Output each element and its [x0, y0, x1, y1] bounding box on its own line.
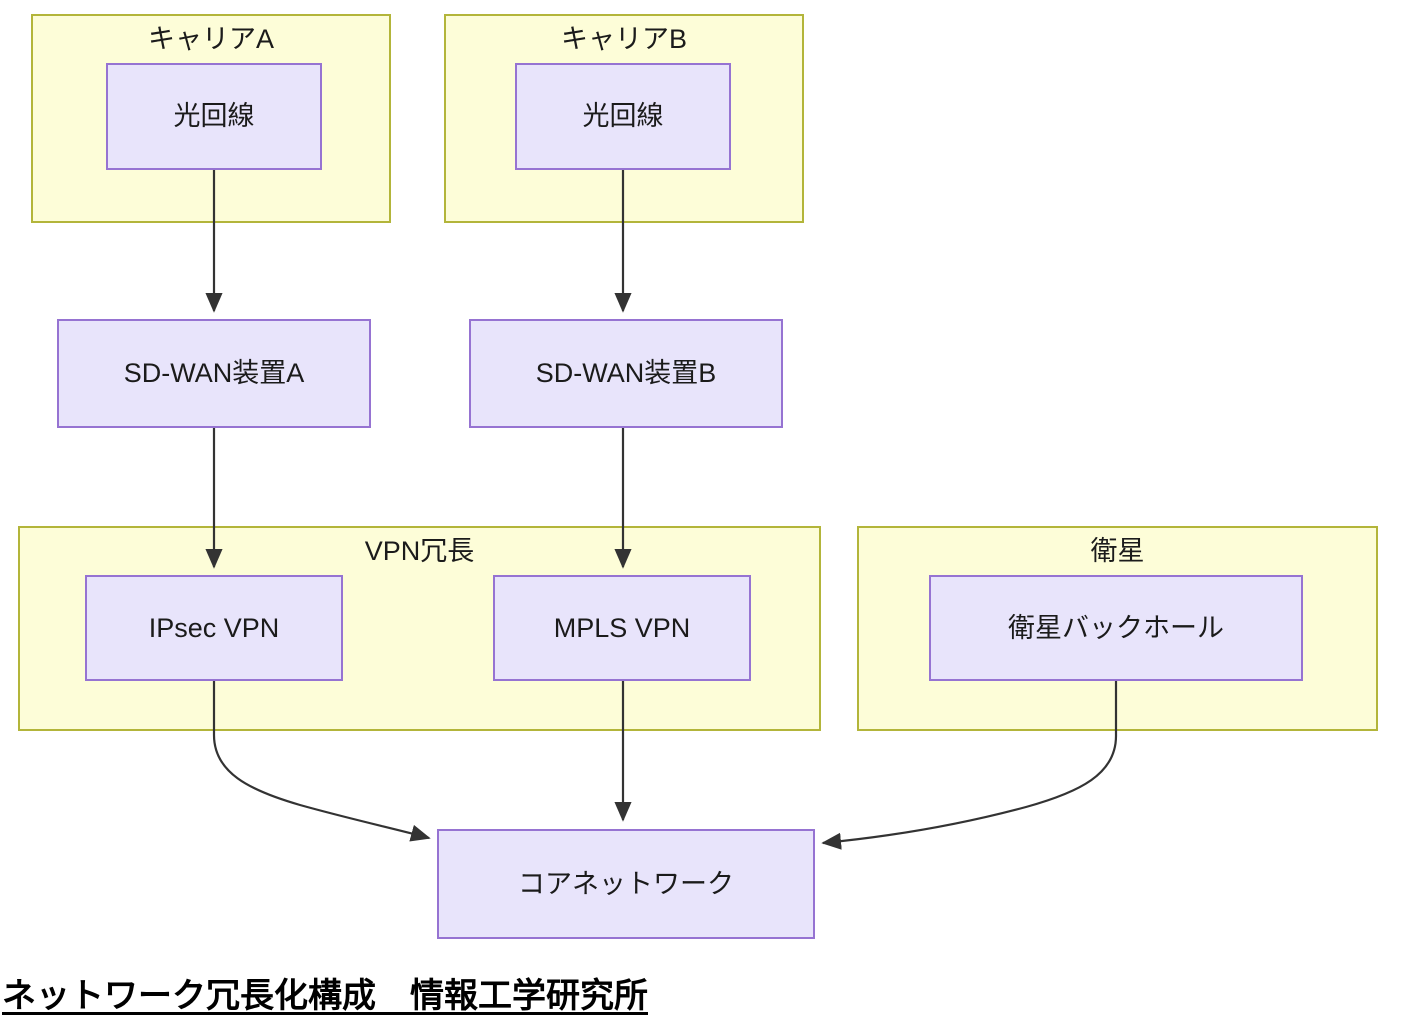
cluster-carrier-a: キャリアA: [31, 14, 391, 223]
node-fiber-b[interactable]: 光回線: [515, 63, 731, 170]
cluster-label-satellite: 衛星: [1090, 536, 1145, 566]
cluster-label-carrier-a: キャリアA: [147, 24, 274, 54]
node-mpls-vpn[interactable]: MPLS VPN: [493, 575, 751, 681]
node-fiber-a[interactable]: 光回線: [106, 63, 322, 170]
cluster-label-carrier-b: キャリアB: [560, 24, 687, 54]
node-label-core-network: コアネットワーク: [518, 868, 734, 899]
node-label-sdwan-a: SD-WAN装置A: [123, 358, 305, 389]
node-label-mpls-vpn: MPLS VPN: [553, 612, 691, 643]
node-sdwan-a[interactable]: SD-WAN装置A: [57, 319, 371, 428]
cluster-label-vpn-redundancy: VPN冗長: [364, 536, 475, 566]
node-label-sdwan-b: SD-WAN装置B: [535, 358, 717, 389]
node-label-fiber-b: 光回線: [582, 101, 664, 132]
node-core-network[interactable]: コアネットワーク: [437, 829, 815, 939]
node-sdwan-b[interactable]: SD-WAN装置B: [469, 319, 783, 428]
node-label-ipsec-vpn: IPsec VPN: [148, 612, 280, 643]
node-label-satellite-backhaul: 衛星バックホール: [1008, 612, 1224, 643]
diagram-caption: ネットワーク冗長化構成 情報工学研究所: [2, 977, 648, 1015]
node-label-fiber-a: 光回線: [173, 101, 255, 132]
node-satellite-backhaul[interactable]: 衛星バックホール: [929, 575, 1303, 681]
node-ipsec-vpn[interactable]: IPsec VPN: [85, 575, 343, 681]
